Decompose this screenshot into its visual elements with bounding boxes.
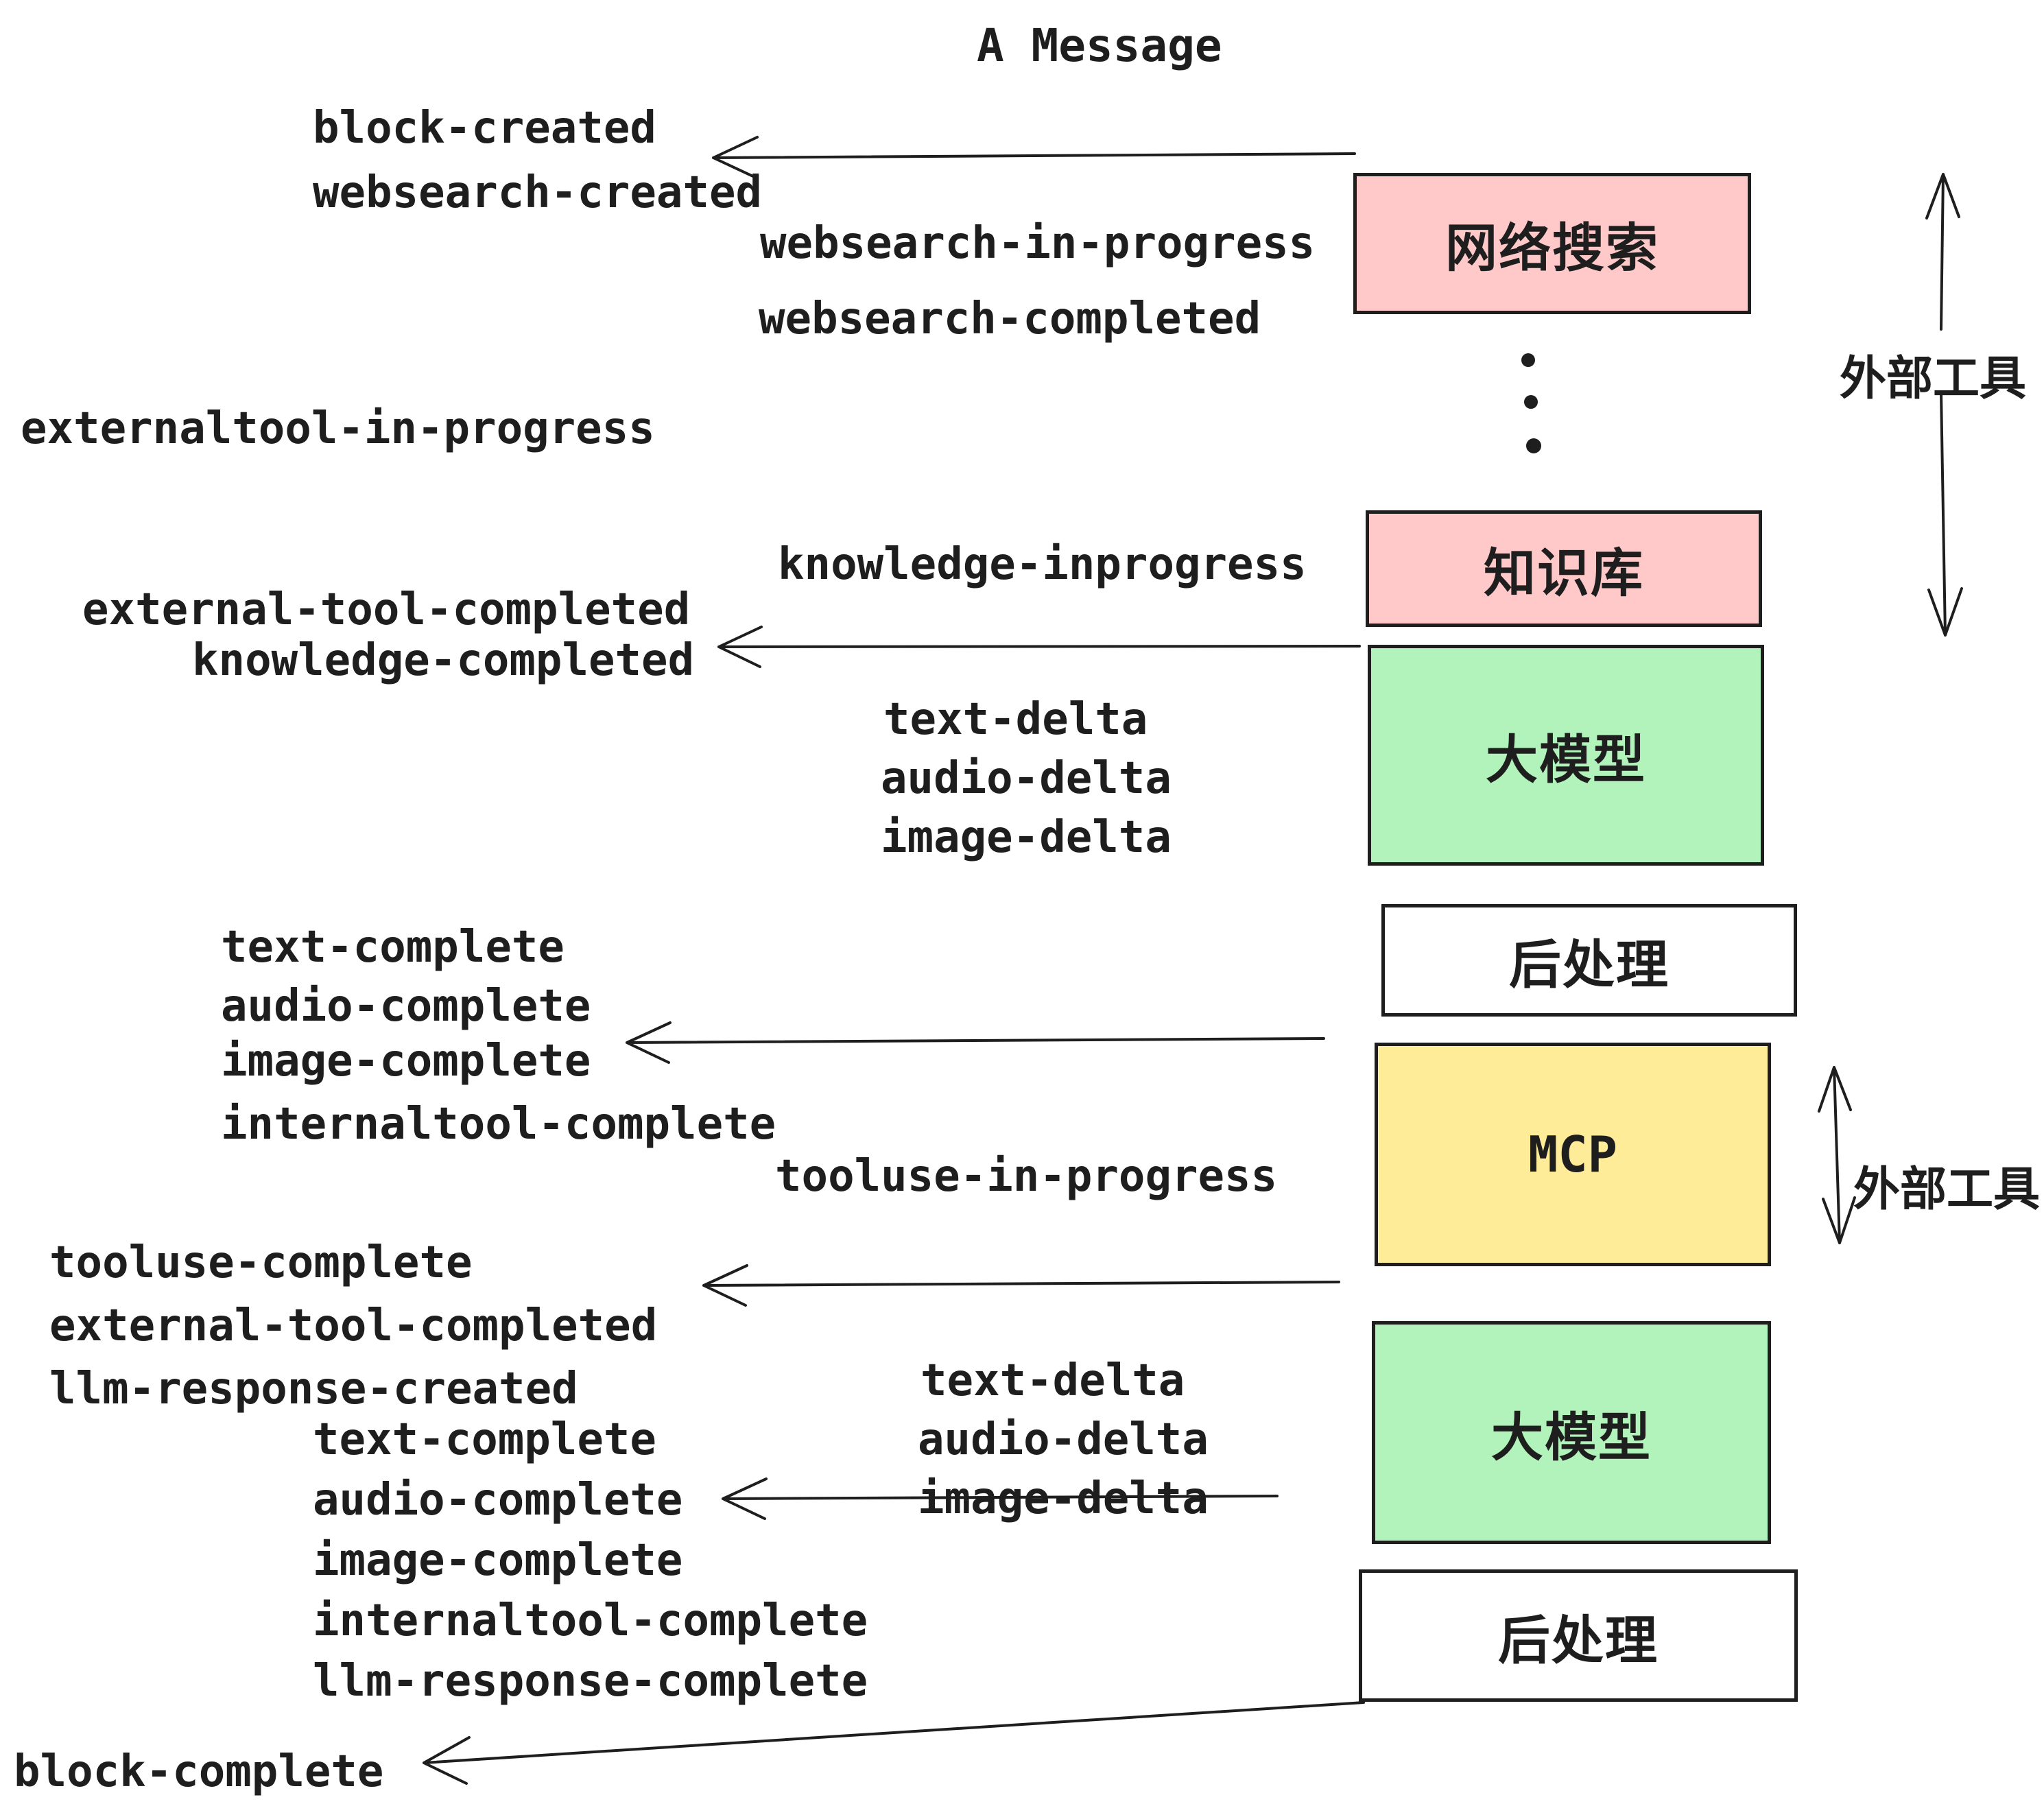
event-knowledge-completed: knowledge-completed — [192, 635, 695, 686]
event-block-created: block-created — [313, 103, 656, 154]
arrow-to-websearch-created — [712, 136, 1356, 179]
arrow-to-external-tool-completed — [702, 1264, 1340, 1307]
event-knowledge-inprogress: knowledge-inprogress — [778, 539, 1307, 590]
event-block-complete: block-complete — [14, 1746, 384, 1797]
event-image-complete-2: image-complete — [313, 1535, 683, 1586]
ellipsis-dots — [1521, 353, 1541, 453]
event-external-tool-completed-1: external-tool-completed — [82, 584, 691, 635]
box-label: 知识库 — [1484, 543, 1644, 604]
event-audio-delta-1: audio-delta — [881, 753, 1172, 804]
box-llm-1: 大模型 — [1368, 645, 1764, 866]
event-external-tool-completed-2: external-tool-completed — [49, 1301, 658, 1351]
event-tooluse-in-progress: tooluse-in-progress — [775, 1151, 1278, 1202]
box-label: 后处理 — [1509, 934, 1669, 995]
external-tools-arrow-down-1 — [1927, 391, 1963, 637]
side-label-external-tools-2: 外部工具 — [1853, 1163, 2041, 1217]
event-image-complete-1: image-complete — [221, 1036, 591, 1087]
side-label-external-tools-1: 外部工具 — [1840, 352, 2027, 406]
event-internaltool-complete-1: internaltool-complete — [221, 1099, 776, 1150]
event-audio-delta-2: audio-delta — [918, 1414, 1209, 1465]
event-image-delta-1: image-delta — [881, 812, 1172, 863]
box-postprocess-1: 后处理 — [1381, 904, 1797, 1017]
box-label: MCP — [1528, 1126, 1618, 1183]
box-websearch: 网络搜索 — [1353, 173, 1751, 314]
event-llm-response-created: llm-response-created — [49, 1364, 578, 1414]
event-websearch-created: websearch-created — [313, 167, 763, 218]
external-tools-arrow-up-1 — [1925, 173, 1960, 331]
arrow-to-image-complete — [626, 1021, 1325, 1064]
event-text-delta-2: text-delta — [920, 1355, 1185, 1406]
box-label: 大模型 — [1491, 1406, 1652, 1468]
event-websearch-completed: websearch-completed — [759, 294, 1261, 344]
event-externaltool-in-progress: externaltool-in-progress — [21, 403, 655, 454]
box-label: 后处理 — [1498, 1609, 1659, 1671]
event-text-complete-1: text-complete — [221, 922, 565, 973]
box-llm-2: 大模型 — [1372, 1321, 1771, 1544]
event-tooluse-complete: tooluse-complete — [49, 1237, 473, 1288]
box-label: 大模型 — [1486, 729, 1646, 790]
box-mcp: MCP — [1375, 1043, 1771, 1266]
box-knowledge: 知识库 — [1366, 510, 1762, 627]
event-text-complete-2: text-complete — [313, 1414, 656, 1465]
arrow-to-block-complete — [423, 1701, 1365, 1785]
event-image-delta-2: image-delta — [918, 1473, 1209, 1524]
event-audio-complete-2: audio-complete — [313, 1475, 683, 1526]
box-label: 网络搜索 — [1445, 217, 1659, 278]
event-audio-complete-1: audio-complete — [221, 981, 591, 1032]
event-internaltool-complete-2: internaltool-complete — [313, 1595, 868, 1646]
arrow-to-knowledge-completed — [717, 626, 1361, 668]
event-text-delta-1: text-delta — [883, 694, 1148, 745]
box-postprocess-2: 后处理 — [1359, 1569, 1798, 1702]
diagram-title: A Message — [977, 19, 1222, 72]
event-websearch-in-progress: websearch-in-progress — [760, 218, 1316, 269]
external-tools-double-arrow-2 — [1818, 1066, 1856, 1244]
event-llm-response-complete: llm-response-complete — [313, 1656, 868, 1707]
